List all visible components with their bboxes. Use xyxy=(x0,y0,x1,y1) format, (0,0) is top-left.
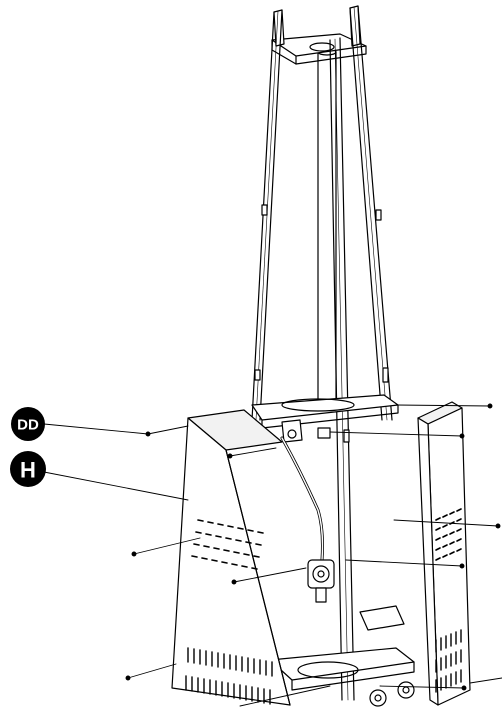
right-side-panel xyxy=(417,401,471,706)
right-panel-slots xyxy=(435,629,462,693)
callout-dd-label: DD xyxy=(17,417,39,434)
gas-hose xyxy=(280,436,324,562)
callout-h: H xyxy=(10,451,189,501)
regulator xyxy=(307,559,335,603)
screws xyxy=(125,403,502,707)
left-panel-vents xyxy=(191,519,264,570)
right-panel-vents xyxy=(435,508,462,561)
callout-dd: DD xyxy=(11,407,149,441)
burner-frame xyxy=(251,394,399,443)
base-frame xyxy=(269,605,415,707)
front-post xyxy=(329,37,355,701)
callout-h-label: H xyxy=(20,458,36,483)
left-post xyxy=(251,9,283,421)
left-panel-slots xyxy=(185,647,273,705)
right-post xyxy=(349,5,393,421)
left-side-panel xyxy=(171,409,291,706)
